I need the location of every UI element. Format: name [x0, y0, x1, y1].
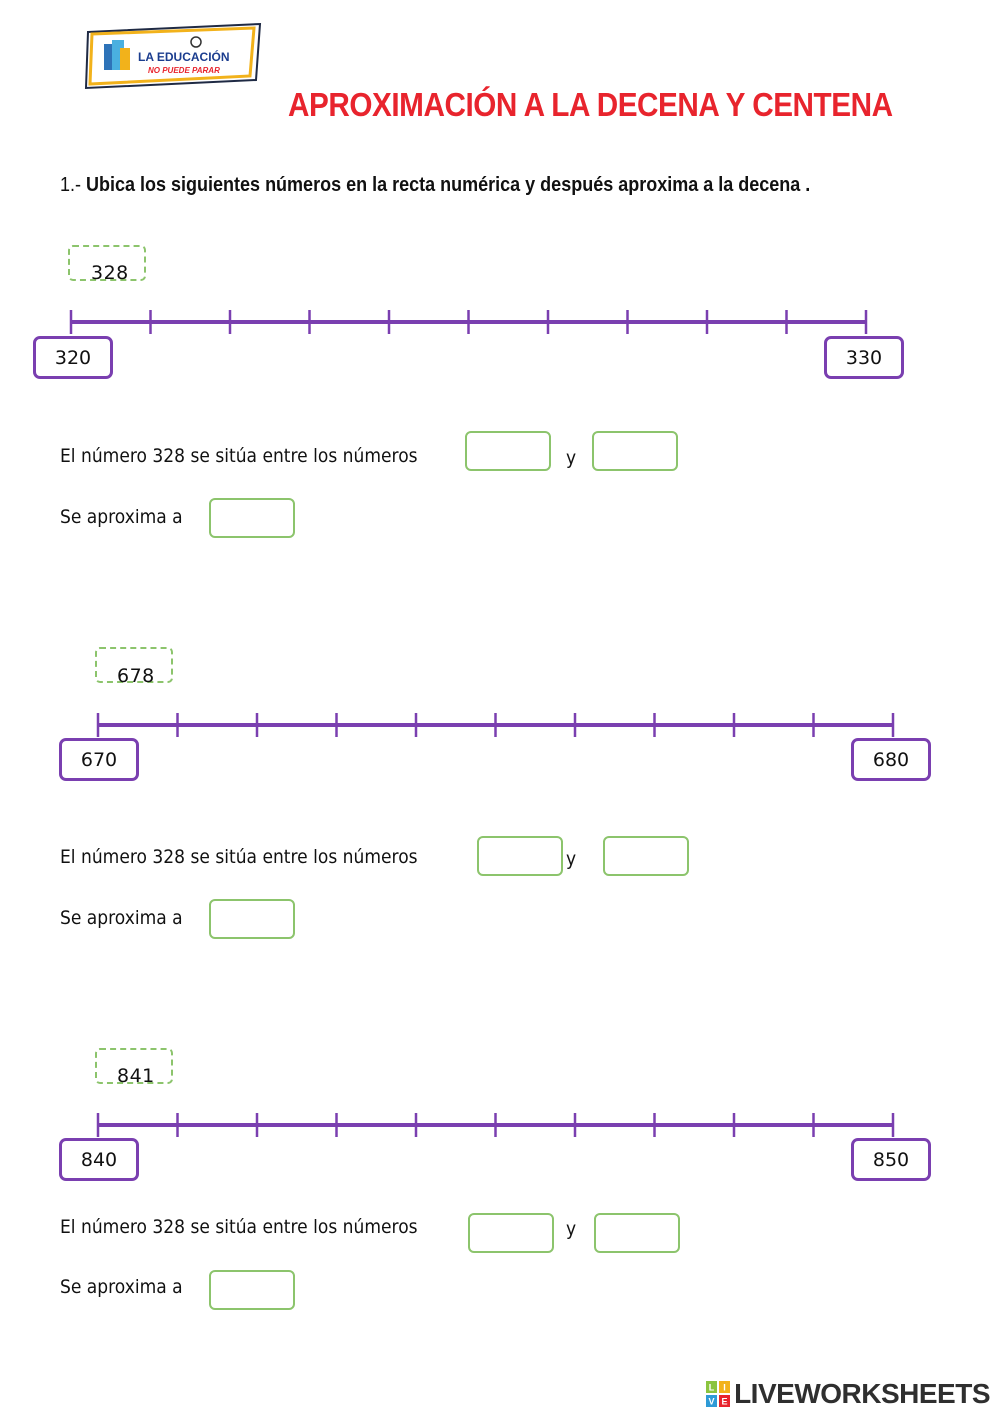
approx-label: Se aproxima a — [60, 1276, 183, 1298]
number-to-place: 678 — [117, 665, 155, 687]
number-line-end: 330 — [824, 336, 904, 379]
svg-text:I: I — [723, 1383, 726, 1393]
approx-label: Se aproxima a — [60, 907, 183, 929]
and-word: y — [566, 1218, 577, 1240]
svg-text:LA EDUCACIÓN: LA EDUCACIÓN — [138, 49, 230, 64]
approx-input[interactable] — [209, 899, 295, 939]
sentence-text: El número 328 se sitúa entre los números — [60, 445, 418, 467]
number-line — [69, 310, 868, 334]
answer-upper-input[interactable] — [603, 836, 689, 876]
number-line-end: 850 — [851, 1138, 931, 1181]
number-box-dashed — [68, 245, 146, 281]
svg-text:NO PUEDE PARAR: NO PUEDE PARAR — [148, 66, 220, 75]
answer-lower-input[interactable] — [468, 1213, 554, 1253]
svg-text:E: E — [722, 1397, 728, 1407]
sentence-text: El número 328 se sitúa entre los números — [60, 1216, 418, 1238]
answer-upper-input[interactable] — [594, 1213, 680, 1253]
svg-text:L: L — [709, 1383, 715, 1393]
answer-lower-input[interactable] — [465, 431, 551, 471]
number-line-end: 680 — [851, 738, 931, 781]
number-to-place: 841 — [117, 1065, 155, 1087]
answer-upper-input[interactable] — [592, 431, 678, 471]
number-box-dashed — [95, 1048, 173, 1084]
and-word: y — [566, 447, 577, 469]
instruction-number: 1.- — [60, 174, 82, 196]
number-to-place: 328 — [91, 262, 129, 284]
number-line — [96, 713, 895, 737]
and-word: y — [566, 848, 577, 870]
logo-image: LA EDUCACIÓN NO PUEDE PARAR — [84, 22, 262, 90]
approx-input[interactable] — [209, 1270, 295, 1310]
svg-text:V: V — [709, 1397, 715, 1407]
sentence-text: El número 328 se sitúa entre los números — [60, 846, 418, 868]
footer-brand-text: LIVEWORKSHEETS — [734, 1378, 990, 1409]
footer-brand: L I V E LIVEWORKSHEETS — [706, 1378, 990, 1410]
liveworksheets-badge-icon: L I V E — [706, 1381, 731, 1407]
number-line-start: 320 — [33, 336, 113, 379]
approx-input[interactable] — [209, 498, 295, 538]
approx-label: Se aproxima a — [60, 506, 183, 528]
answer-lower-input[interactable] — [477, 836, 563, 876]
page-title: APROXIMACIÓN A LA DECENA Y CENTENA — [288, 86, 893, 123]
instruction-text: Ubica los siguientes números en la recta… — [86, 174, 811, 196]
number-line-start: 840 — [59, 1138, 139, 1181]
instruction: 1.- Ubica los siguientes números en la r… — [60, 174, 810, 197]
number-box-dashed — [95, 647, 173, 683]
number-line — [96, 1113, 895, 1137]
number-line-start: 670 — [59, 738, 139, 781]
